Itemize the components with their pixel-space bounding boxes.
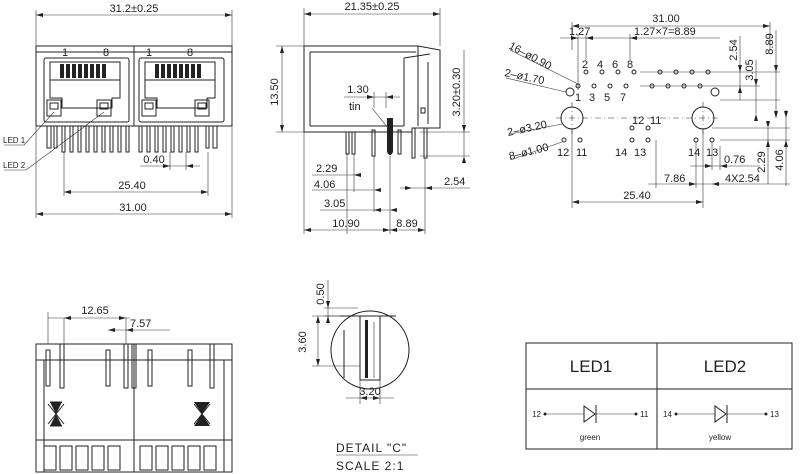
led-pin-12a: 12 [557, 147, 569, 159]
dim-305-side: 3.05 [324, 198, 345, 210]
led1-diode-symbol [543, 405, 638, 423]
contacts-a [60, 64, 106, 78]
dim-254-side: 2.54 [444, 176, 465, 188]
pin-label-2: 2 [582, 59, 588, 71]
height-dim: 13.50 [269, 78, 281, 106]
detail-dim-360: 3.60 [297, 331, 309, 352]
led1-title: LED1 [570, 357, 613, 376]
pcb-dim-127: 1.27 [569, 26, 590, 38]
led2-title: LED2 [704, 357, 747, 376]
pcb-dim-305: 3.05 [744, 59, 756, 80]
front-view: 31.2±0.25 [3, 3, 233, 218]
led2-callout: LED 2 [3, 161, 26, 170]
holes-090-label: 16–ø0.90 [507, 40, 554, 72]
pcb-dim-2540: 25.40 [623, 190, 651, 202]
pcb-dim-786: 7.86 [664, 173, 685, 185]
pcb-dim-127x7: 1.27×7=8.89 [634, 26, 696, 38]
led-pin-13a: 13 [634, 147, 646, 159]
led-pin-12b: 12 [632, 115, 644, 127]
side-view: 21.35±0.25 13.50 tin 1.30 [269, 1, 470, 234]
dim-757: 7.57 [130, 318, 151, 330]
led2-color: yellow [709, 433, 731, 442]
detail-dim-320: 3.20 [359, 386, 380, 398]
overall-width-dim: 31.2±0.25 [110, 3, 159, 15]
led-pin-11a: 11 [576, 147, 587, 159]
dim-040: 0.40 [143, 154, 164, 166]
pin-1-label-a: 1 [62, 47, 68, 59]
front-legs [46, 125, 218, 153]
pin-1-label-b: 1 [146, 47, 152, 59]
pcb-layout: 31.00 1.27 1.27×7=8.89 2.54 3.05 8.89 [503, 13, 790, 208]
pcb-dim-889: 8.89 [764, 33, 776, 54]
led1-color: green [580, 433, 600, 442]
tin-label: tin [349, 101, 361, 113]
pin-label-4: 4 [597, 59, 603, 71]
led2-cathode-pin: 13 [770, 410, 779, 419]
holes-320-label: 2–ø3.20 [506, 119, 548, 139]
dim-889-side: 8.89 [396, 218, 417, 230]
pin-8-label-a: 8 [103, 47, 109, 59]
pcb-dim-4x254: 4X2.54 [725, 173, 760, 185]
led1-callout: LED 1 [3, 136, 26, 145]
bottom-view: 12.65 7.57 [35, 305, 233, 473]
led2-diode-symbol [674, 405, 768, 423]
led1-cathode-pin: 11 [640, 410, 649, 419]
pin-label-3: 3 [589, 92, 595, 104]
dim-1265: 12.65 [81, 305, 109, 317]
pin-label-6: 6 [612, 59, 618, 71]
dim-3100-front: 31.00 [119, 202, 147, 214]
detail-c: 0.50 3.60 3.20 DETAIL "C" SCALE 2:1 [297, 280, 418, 473]
pcb-dim-406: 4.06 [774, 149, 786, 170]
dim-2540-front: 25.40 [118, 180, 146, 192]
dim-130: 1.30 [347, 84, 368, 96]
pin-holes [575, 69, 711, 89]
holes-100-label: 8–ø1.00 [508, 141, 550, 162]
led-pin-11b: 11 [650, 115, 661, 127]
bottom-contact-slots [43, 445, 217, 471]
dim-229-side: 2.29 [316, 163, 337, 175]
led-pin-14b: 14 [688, 147, 700, 159]
led-pin-14a: 14 [615, 147, 627, 159]
contacts-b [155, 64, 201, 78]
pin-label-8: 8 [627, 59, 633, 71]
bottom-pins [45, 343, 215, 389]
dim-320: 3.20±0.30 [451, 68, 463, 117]
pcb-dim-254: 2.54 [728, 39, 740, 60]
detail-dim-050: 0.50 [315, 283, 327, 304]
pcb-dim-3100: 31.00 [652, 13, 680, 25]
holes-170-label: 2–ø1.70 [503, 67, 545, 87]
pcb-dim-076: 0.76 [724, 154, 745, 166]
pin-label-1: 1 [575, 92, 581, 104]
pin-8-label-b: 8 [187, 47, 193, 59]
detail-title: DETAIL "C" [336, 441, 407, 455]
detail-scale: SCALE 2:1 [336, 459, 404, 473]
led2-anode-pin: 14 [663, 410, 672, 419]
led-table: LED1 LED2 12 11 green 14 13 yellow [525, 342, 793, 450]
pin-label-5: 5 [604, 92, 610, 104]
dim-406-side: 4.06 [314, 179, 335, 191]
pin-label-7: 7 [620, 92, 626, 104]
pcb-dim-229: 2.29 [756, 151, 768, 172]
led1-anode-pin: 12 [532, 410, 541, 419]
depth-dim: 21.35±0.25 [345, 1, 400, 13]
dim-1090: 10.90 [332, 218, 360, 230]
